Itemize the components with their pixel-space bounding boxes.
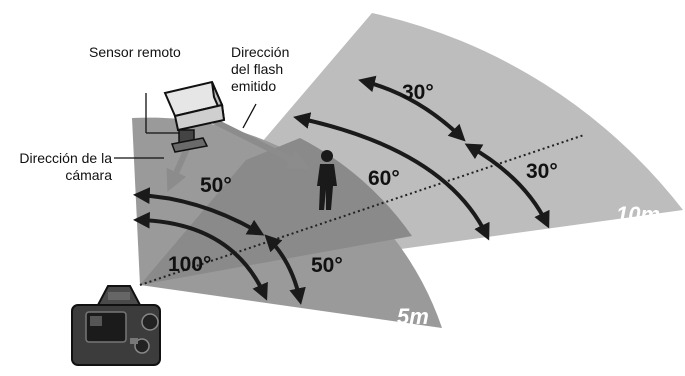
distance-label-near: 5m [397,304,429,329]
angle-label-near-half-bottom: 50° [311,254,343,277]
dslr-camera-icon [71,285,161,366]
flash-direction-arrow [204,114,310,169]
angle-label-near-half-top: 50° [200,174,232,197]
person-silhouette-icon [317,150,337,210]
wireless-flash-icon [163,80,226,153]
flash-direction-label-line-2: del flash [231,61,284,77]
angle-label-far-half-bottom: 30° [526,160,558,183]
flash-dir-leader-line [242,103,257,129]
distance-label-far: 10m [616,202,660,227]
near-angle-arrow-100 [132,211,268,301]
flash-direction-label-line-1: Dirección [231,44,290,60]
flash-direction-label-line-3: emitido [231,78,277,94]
camera-direction-label: Dirección de la cámara [6,150,112,184]
near-angle-arrow-50-bottom [264,234,306,305]
remote-sensor-label: Sensor remoto [89,44,181,60]
camera-direction-label-line-1: Dirección de la [19,150,112,166]
camera-direction-label-line-2: cámara [65,167,112,183]
angle-label-near-full: 100° [168,253,211,276]
flash-direction-label: Dirección del flash emitido [231,44,289,95]
far-angle-arrow-30-bottom [464,143,550,229]
angle-label-far-half-top: 30° [402,81,434,104]
angle-label-far-full: 60° [368,167,400,190]
